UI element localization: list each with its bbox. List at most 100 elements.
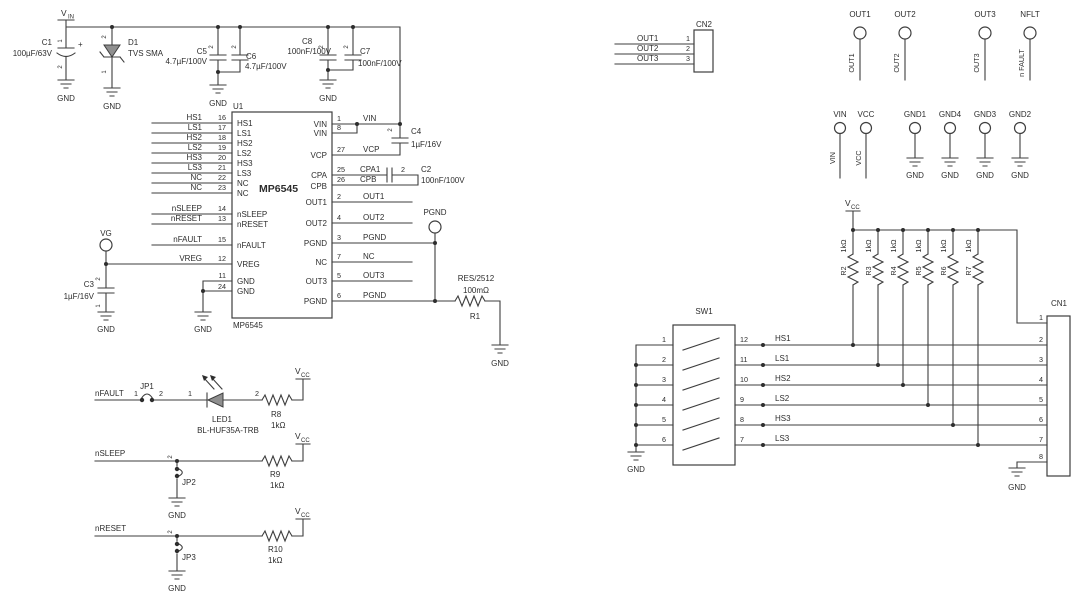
c1-plates: [56, 47, 76, 58]
r8-ref: R8: [271, 410, 282, 419]
tp-out3-net: OUT3: [972, 53, 981, 72]
c1-ref: C1: [42, 38, 53, 47]
tp-gnd2-label: GND2: [1009, 110, 1032, 119]
cn1-gnd: GND: [1008, 483, 1026, 492]
r8-value: 1kΩ: [271, 421, 285, 430]
ic-l1-num: 17: [218, 123, 226, 132]
d1-pin1: 1: [102, 70, 108, 74]
ic-l3-inside: LS2: [237, 149, 252, 158]
ic-r9-inside: OUT3: [306, 277, 328, 286]
r5-value: 1kΩ: [914, 239, 923, 253]
sw1-r7: 7: [740, 435, 744, 444]
r3-value: 1kΩ: [864, 239, 873, 253]
tp-gnd1-label: GND1: [904, 110, 927, 119]
r2-value: 1kΩ: [839, 239, 848, 253]
r1-package: RES/2512: [458, 274, 495, 283]
cn1-body: [1046, 315, 1071, 477]
ic-body: [231, 111, 333, 319]
cn2-row0-net: OUT1: [637, 34, 659, 43]
cn1-ref: CN1: [1051, 299, 1068, 308]
c8-ref: C8: [302, 37, 313, 46]
ic-l10-inside: nFAULT: [237, 241, 266, 250]
ic-designator: U1: [233, 102, 244, 111]
c4-pin2: 2: [388, 128, 394, 132]
ic-l12-inside: GND: [237, 277, 255, 286]
gnd4-testpoint: [943, 121, 957, 135]
c2-pin2: 2: [401, 165, 405, 174]
c7-pin2: 2: [344, 45, 350, 49]
led1-pin2: 2: [255, 389, 259, 398]
c7-value: 100nF/100V: [358, 59, 402, 68]
cn2-row1-num: 2: [686, 44, 690, 53]
d1-tvs-symbol: [99, 44, 125, 63]
c7-ref: C7: [360, 47, 371, 56]
sw1-net-hs1: HS1: [775, 334, 791, 343]
tp-gnd4-label: GND4: [939, 110, 962, 119]
pgnd-testpoint: [428, 220, 442, 234]
pgnd-tp-label: PGND: [423, 208, 446, 217]
ic-l4-inside: HS3: [237, 159, 253, 168]
ic-r5-num: 2: [337, 192, 341, 201]
ic-r0-inside: VIN: [314, 120, 328, 129]
c1-gnd: GND: [57, 94, 75, 103]
cn1-pin1: 1: [1039, 313, 1043, 322]
ic-r4-inside: CPB: [311, 182, 327, 191]
nsleep-net: nSLEEP: [95, 449, 125, 458]
nfault-net: nFAULT: [95, 389, 124, 398]
r1-gnd: GND: [491, 359, 509, 368]
ic-l6-num: 22: [218, 173, 226, 182]
c6-ref: C6: [246, 52, 257, 61]
ic-r6-num: 4: [337, 213, 341, 222]
ic-r6-net: OUT2: [363, 213, 385, 222]
c1-pin2: 2: [58, 65, 64, 69]
vcc-testpoint: [859, 121, 873, 135]
pullup-labels: V CC 1kΩ R2 1kΩ R3 1kΩ R4 1kΩ R5 1kΩ R6 …: [839, 198, 973, 276]
cn2-body: [693, 29, 714, 73]
sw1-r9: 9: [740, 395, 744, 404]
ic-r4-net: CPB: [360, 175, 376, 184]
ic-r2-inside: VCP: [311, 151, 327, 160]
jp3-gnd: GND: [168, 584, 186, 593]
ic-footprint: MP6545: [233, 321, 263, 330]
tp-nflt-label: NFLT: [1020, 10, 1040, 19]
sw1-switch-levers: [682, 337, 720, 451]
ic-l2-num: 18: [218, 133, 226, 142]
jumper-arcs: [141, 393, 183, 552]
c2-value: 100nF/100V: [421, 176, 465, 185]
ic-l8-net: nSLEEP: [172, 204, 202, 213]
r4-value: 1kΩ: [889, 239, 898, 253]
ic-r5-net: OUT1: [363, 192, 385, 201]
ic-l9-net: nRESET: [171, 214, 202, 223]
ic-l12-num: 11: [219, 271, 226, 280]
tp-out2-label: OUT2: [894, 10, 916, 19]
testpoint-row2-labels: VIN VCC GND1 GND4 GND3 GND2 VIN VCC GND …: [828, 110, 1032, 180]
c2-ref: C2: [421, 165, 432, 174]
tp-vin-net: VIN: [828, 152, 837, 164]
c4-ref: C4: [411, 127, 422, 136]
c5c6-gnd: GND: [209, 99, 227, 108]
ic-l13-inside: GND: [237, 287, 255, 296]
ic-l10-net: nFAULT: [173, 235, 202, 244]
ic-r3-inside: CPA: [311, 171, 328, 180]
vcc-flag2-sub: CC: [301, 438, 310, 444]
d1-gnd: GND: [103, 102, 121, 111]
jp1-ref: JP1: [140, 382, 154, 391]
sw1-l1: 1: [662, 335, 666, 344]
ic-l11-net: VREG: [179, 254, 202, 263]
cn1-pin8: 8: [1039, 452, 1043, 461]
sleep-circuit-labels: nSLEEP 2 JP2 GND R9 1kΩ V CC: [95, 431, 310, 520]
ic-l5-num: 21: [218, 163, 226, 172]
cn2-row0-num: 1: [686, 34, 690, 43]
ic-r8-inside: NC: [315, 258, 327, 267]
sw1-net-hs2: HS2: [775, 374, 791, 383]
ic-l4-num: 20: [218, 153, 226, 162]
d1-value: TVS SMA: [128, 49, 164, 58]
r6-ref: R6: [939, 266, 948, 275]
sw1-l2: 2: [662, 355, 666, 364]
ic-r8-num: 7: [337, 252, 341, 261]
r10-value: 1kΩ: [268, 556, 282, 565]
out2-testpoint: [898, 26, 912, 40]
ic-name: MP6545: [259, 183, 298, 195]
ic-r1-num: 8: [337, 123, 341, 132]
r1-ref: R1: [470, 312, 481, 321]
